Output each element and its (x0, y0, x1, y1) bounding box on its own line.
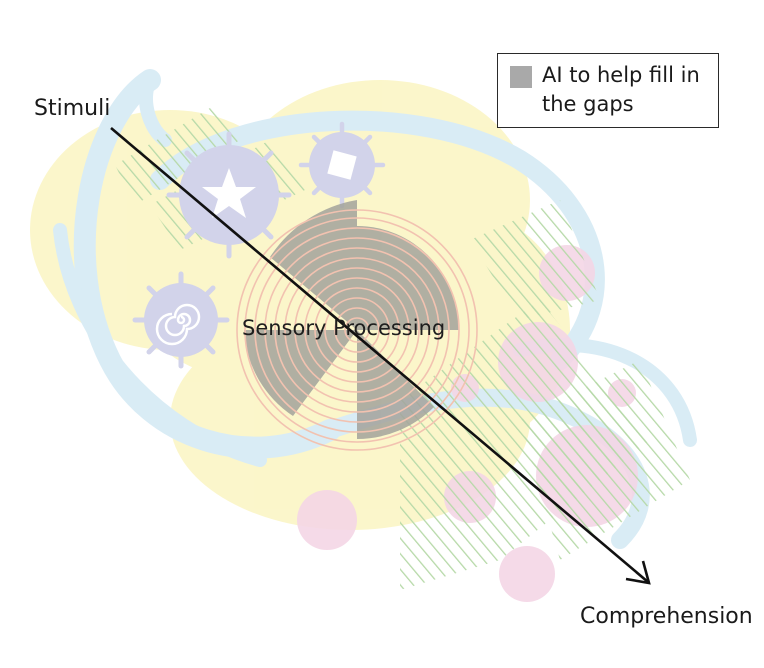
comprehension-label: Comprehension (580, 604, 753, 629)
legend-label: AI to help fill in the gaps (542, 63, 700, 116)
star-gear-icon (166, 131, 292, 259)
legend-box: AI to help fill in the gaps (497, 53, 719, 128)
sensory-rings (236, 209, 478, 451)
stimuli-label: Stimuli (34, 96, 111, 121)
square-gear-icon (298, 121, 386, 209)
ai-gap-fill-shapes (244, 200, 459, 439)
legend-swatch (510, 66, 532, 88)
stimuli-to-comprehension-arrow (110, 127, 651, 585)
spiral-gear-icon (132, 271, 230, 369)
sensory-processing-label: Sensory Processing (242, 316, 446, 340)
